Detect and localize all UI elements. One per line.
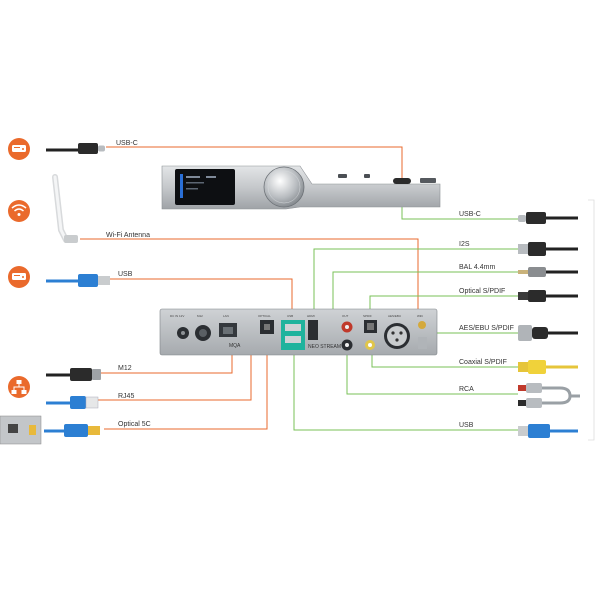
rear-label-usb: USB [287, 314, 294, 318]
rear-label-m12: M12 [197, 314, 203, 318]
optical-spdif-cable [518, 290, 578, 302]
rear-label-optical: OPTICAL [258, 314, 271, 318]
rear-label-out: OUT [342, 314, 349, 318]
i2s-cable [518, 242, 578, 256]
input-wires [80, 146, 419, 430]
outer-bracket [588, 199, 595, 441]
label-usb-input: USB [118, 271, 133, 278]
wire-wifi-antenna [80, 238, 419, 320]
hdmi-i2s-port [308, 320, 318, 340]
m12-cable [46, 368, 101, 381]
network-icon [8, 376, 30, 398]
wire-i2s [313, 248, 518, 312]
device-rear-panel [159, 308, 438, 356]
wire-rj45 [98, 345, 252, 401]
label-optical-spdif: Optical S/PDIF [459, 288, 506, 295]
label-i2s: I2S [459, 241, 470, 248]
wire-optical-5c [104, 345, 268, 430]
rear-label-spdif: SPDIF [363, 314, 372, 318]
rca-cable [518, 383, 580, 408]
mqa-logo-text: MQA [229, 343, 241, 349]
wire-optical-spdif [369, 295, 518, 312]
label-usb-c-input: USB-C [116, 140, 138, 147]
label-wifi-antenna: Wi-Fi Antenna [106, 232, 150, 239]
front-display [175, 169, 235, 205]
device-edge-thumbnail [0, 415, 42, 445]
wire-usb-output [293, 345, 518, 431]
usb-c-cable-left [46, 143, 105, 154]
wire-usb-input [110, 278, 293, 322]
label-rj45: RJ45 [118, 393, 135, 400]
model-text: NEO STREAM [308, 344, 342, 350]
volume-knob [263, 166, 305, 208]
wire-usb-c-input [106, 146, 403, 180]
hdd-icon [8, 138, 30, 160]
wire-coaxial [371, 350, 518, 368]
label-m12: M12 [118, 365, 132, 372]
label-usb-c-output: USB-C [459, 211, 481, 218]
device-front-panel [161, 165, 441, 210]
wifi-antenna [52, 174, 78, 243]
rear-label-hdmi: HDMI [307, 314, 315, 318]
front-usb-c-port [393, 178, 411, 184]
rear-label-wifi: WiFi [417, 314, 423, 318]
antenna-port [418, 321, 426, 329]
label-bal: BAL 4.4mm [459, 264, 496, 271]
optical-cable [44, 424, 100, 437]
wire-bal [332, 271, 518, 312]
hdd-icon [8, 266, 30, 288]
coaxial-cable [518, 360, 578, 374]
rear-label-lan: LAN [223, 314, 229, 318]
usb-c-cable-right [518, 212, 578, 224]
label-aes-ebu: AES/EBU S/PDIF [459, 325, 514, 332]
bal-cable [518, 267, 578, 277]
output-wires [293, 190, 518, 431]
usb-cable-left [46, 274, 110, 287]
rear-label-dc: DC IN 12V [170, 314, 185, 318]
wifi-icon [8, 200, 30, 222]
label-optical-5c: Optical 5C [118, 421, 151, 428]
aes-ebu-cable [518, 325, 578, 341]
label-coaxial: Coaxial S/PDIF [459, 359, 507, 366]
usb-cable-right [518, 424, 578, 438]
label-rca: RCA [459, 386, 474, 393]
wire-rca [346, 350, 518, 395]
label-usb-output: USB [459, 422, 474, 429]
rj45-cable [46, 396, 99, 409]
rear-label-aes: AES/EBU [388, 314, 402, 318]
